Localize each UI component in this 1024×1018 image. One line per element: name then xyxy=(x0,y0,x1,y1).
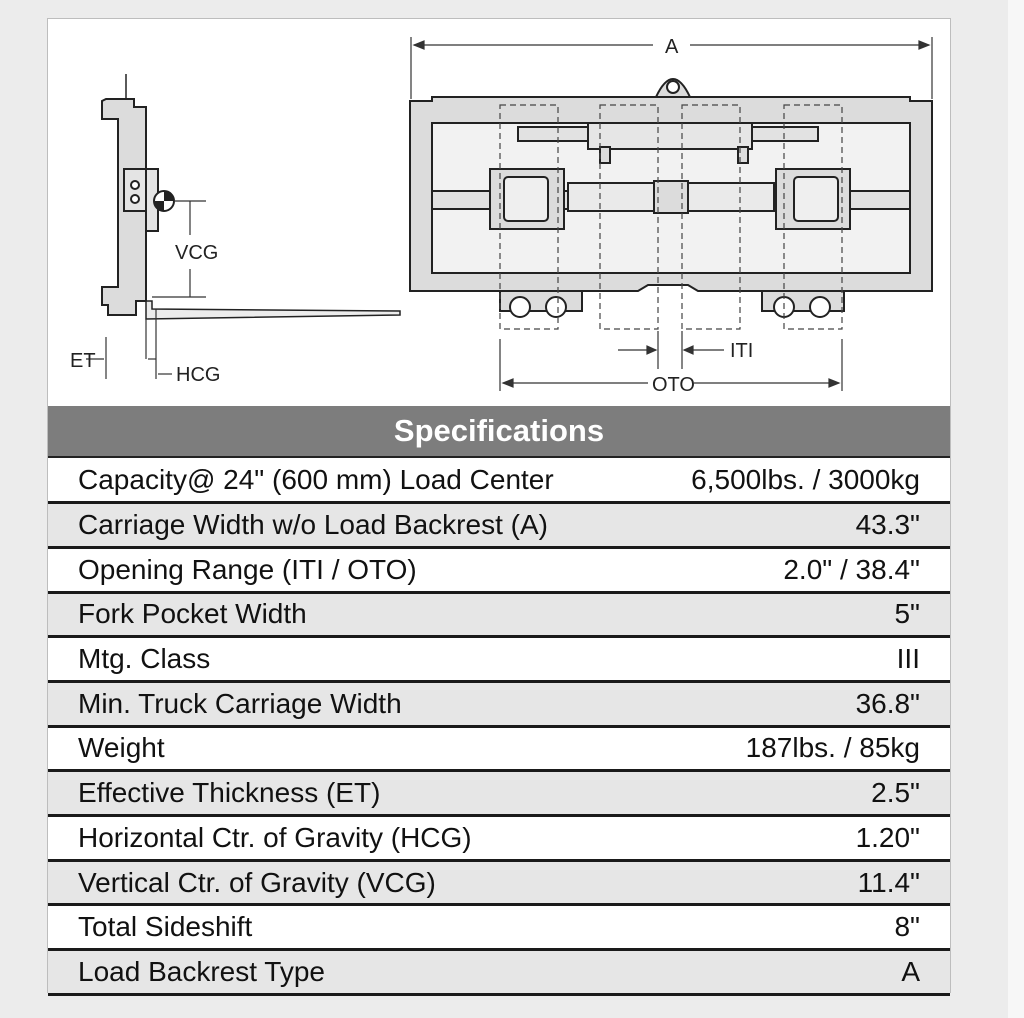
spec-value: 8" xyxy=(499,904,950,952)
spec-value: A xyxy=(499,949,950,996)
spec-value: 1.20" xyxy=(499,815,950,862)
spec-label: Capacity@ 24" (600 mm) Load Center xyxy=(48,458,554,505)
oto-label: OTO xyxy=(652,374,695,396)
fork-positioner-diagram: VCG ET HCG A xyxy=(70,36,933,396)
spec-label: Mtg. Class xyxy=(48,636,499,683)
spec-value: 2.5" xyxy=(499,770,950,817)
iti-label: ITI xyxy=(730,340,753,362)
spec-value: III xyxy=(499,636,950,683)
scrollbar-track[interactable] xyxy=(1008,0,1024,1018)
spec-label: Load Backrest Type xyxy=(48,949,499,996)
spec-label: Horizontal Ctr. of Gravity (HCG) xyxy=(48,815,499,862)
spec-label: Carriage Width w/o Load Backrest (A) xyxy=(48,502,548,549)
vcg-label: VCG xyxy=(175,242,218,264)
et-label: ET xyxy=(70,350,96,372)
a-label: A xyxy=(665,36,679,58)
spec-value: 11.4" xyxy=(499,860,950,907)
hcg-label: HCG xyxy=(176,364,220,386)
table-row: Vertical Ctr. of Gravity (VCG)11.4" xyxy=(48,860,950,907)
center-of-gravity-icon xyxy=(153,190,175,212)
spec-value: 187lbs. / 85kg xyxy=(499,726,950,773)
side-dimension-lines xyxy=(86,200,206,379)
width-dimension-line xyxy=(410,37,933,99)
spec-label: Total Sideshift xyxy=(48,904,499,952)
spec-label: Effective Thickness (ET) xyxy=(48,770,499,817)
spec-value: 2.0" / 38.4" xyxy=(499,547,950,594)
spec-label: Weight xyxy=(48,726,499,773)
spec-value: 43.3" xyxy=(499,502,950,549)
front-view xyxy=(409,78,933,318)
side-view xyxy=(101,74,401,320)
technical-drawing: VCG ET HCG A xyxy=(48,19,950,406)
spec-label: Min. Truck Carriage Width xyxy=(48,681,499,728)
table-row: Effective Thickness (ET)2.5" xyxy=(48,770,950,817)
spec-sheet: VCG ET HCG A xyxy=(47,18,951,996)
spec-value: 5" xyxy=(499,592,950,639)
spec-value: 36.8" xyxy=(499,681,950,728)
spec-label: Fork Pocket Width xyxy=(48,592,499,639)
table-row: Horizontal Ctr. of Gravity (HCG)1.20" xyxy=(48,815,950,862)
opening-dimension-lines xyxy=(499,331,843,391)
spec-label: Vertical Ctr. of Gravity (VCG) xyxy=(48,860,499,907)
spec-label: Opening Range (ITI / OTO) xyxy=(48,547,499,594)
specifications-header: Specifications xyxy=(48,406,950,458)
table-row: Carriage Width w/o Load Backrest (A)43.3… xyxy=(48,502,950,549)
spec-value: 6,500lbs. / 3000kg xyxy=(499,458,950,505)
table-row: Opening Range (ITI / OTO)2.0" / 38.4" xyxy=(48,547,950,594)
fork-outlines xyxy=(499,104,843,330)
